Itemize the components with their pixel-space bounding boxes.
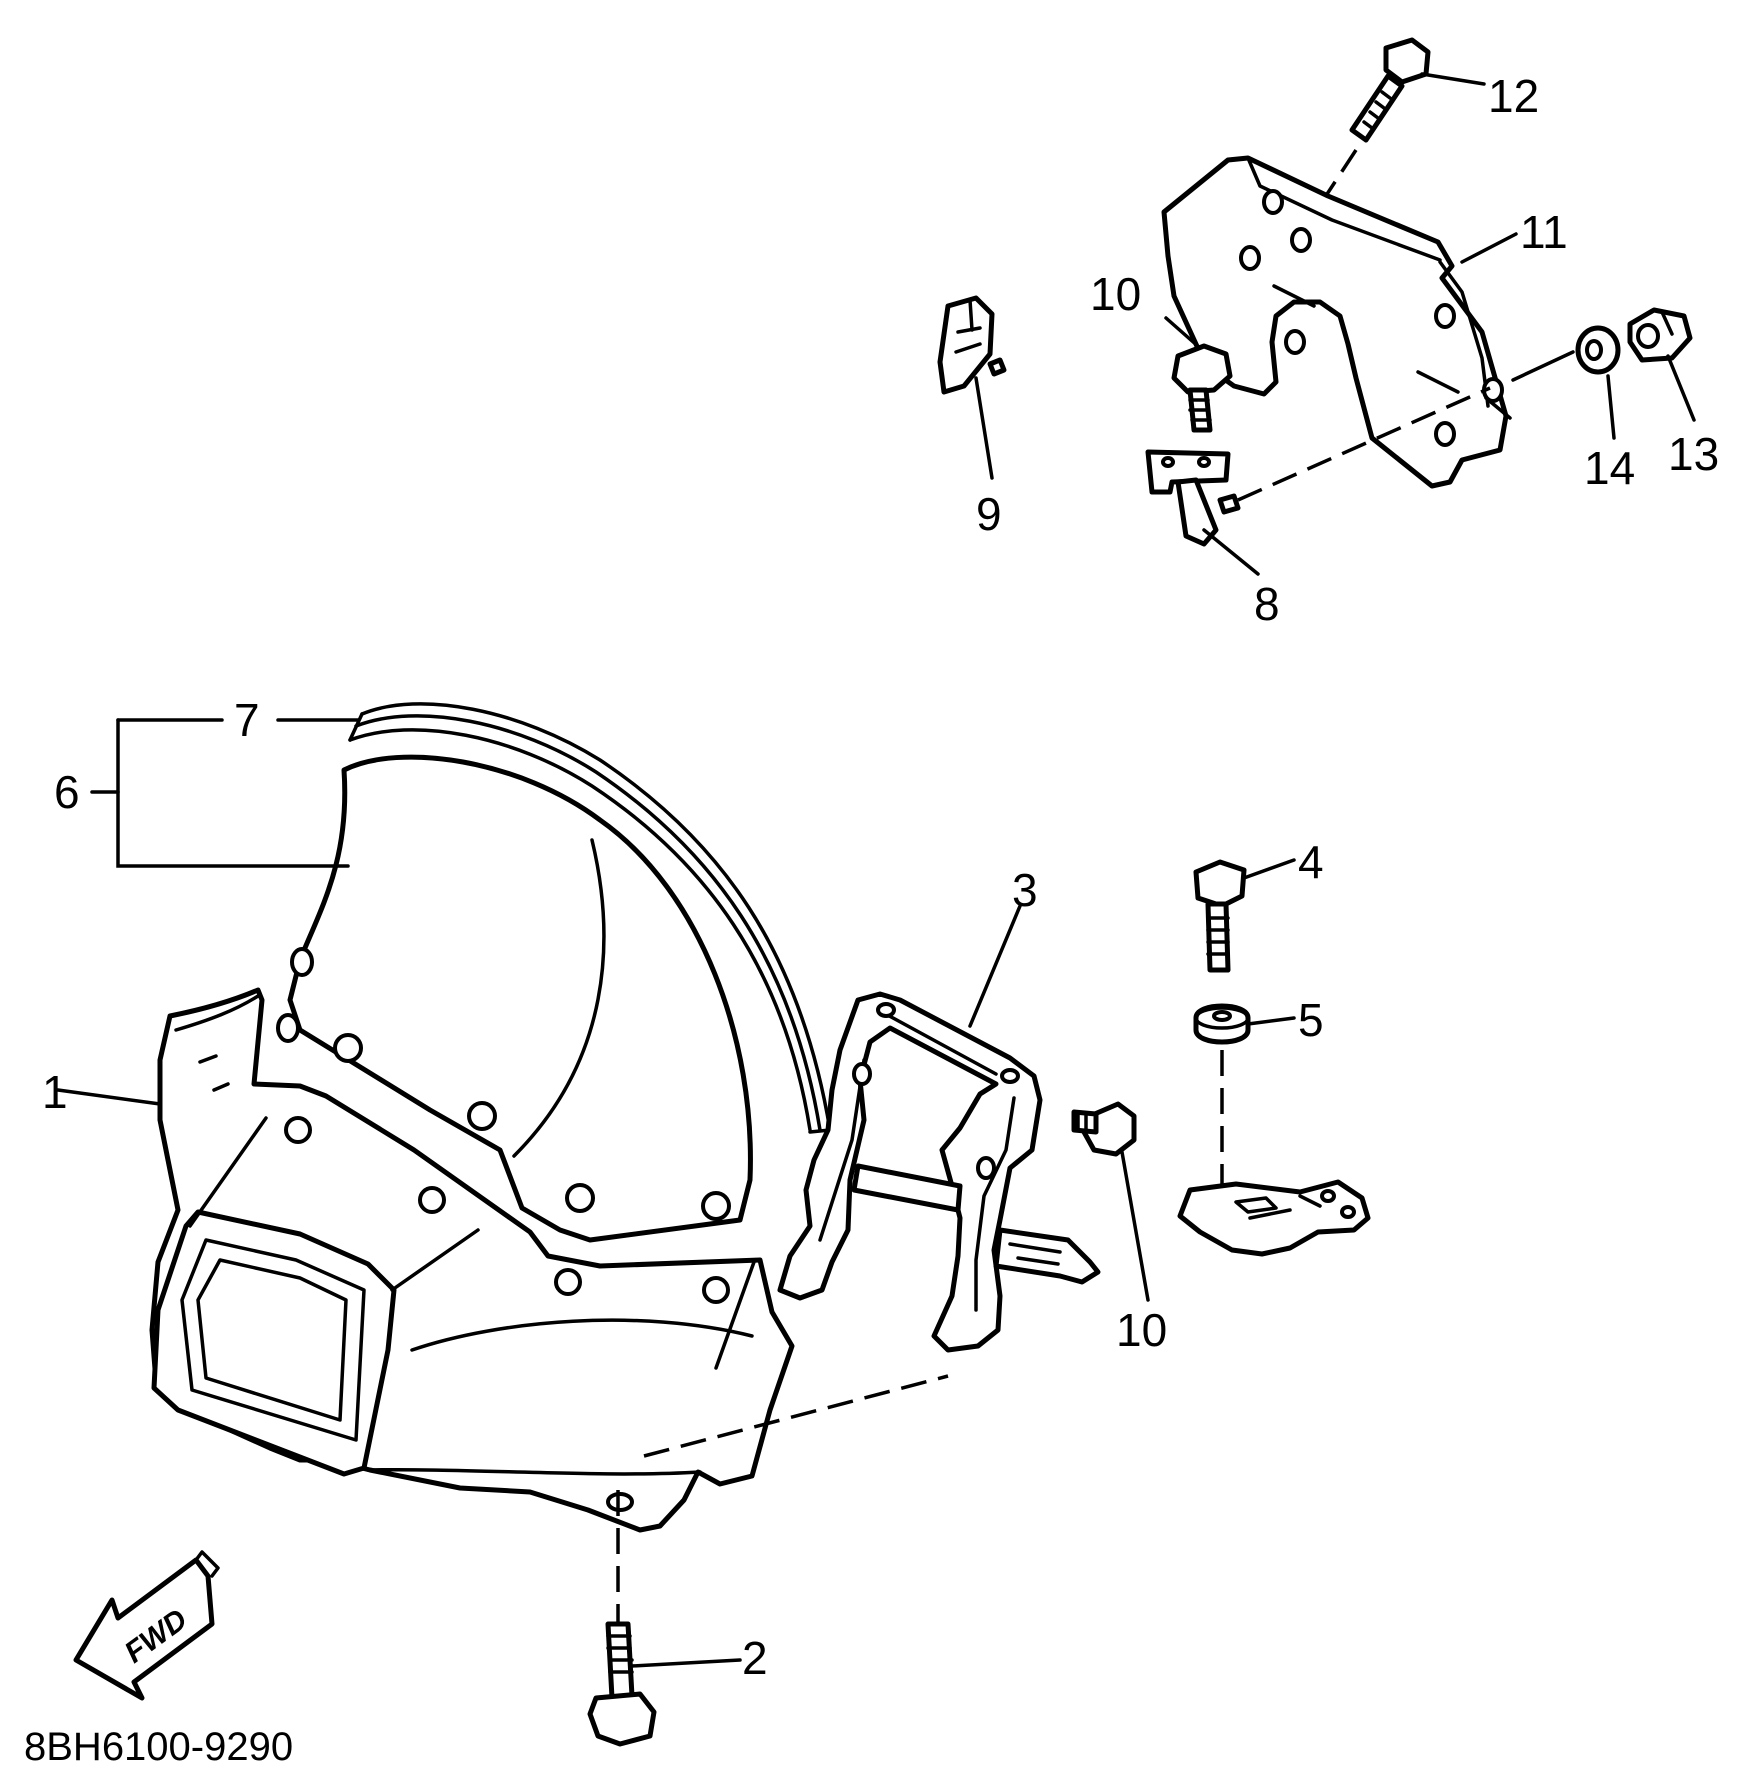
callout-1: 1 (42, 1066, 68, 1118)
fwd-arrow-icon: FWD (73, 1550, 220, 1701)
callout-8: 8 (1254, 578, 1280, 630)
callout-4: 4 (1298, 836, 1324, 888)
dash-1-3 (643, 1374, 949, 1458)
line-1 (56, 1088, 162, 1106)
part-8-bracket (1145, 449, 1241, 547)
line-4 (1242, 858, 1296, 880)
part-14-washer (1575, 325, 1621, 375)
line-2 (630, 1658, 742, 1668)
line-8 (1202, 528, 1260, 576)
drawing-code: 8BH6100-9290 (24, 1725, 293, 1769)
part-10-upper-screw (1171, 343, 1233, 433)
part-4-bolt (1193, 859, 1247, 973)
part-6-windshield (276, 754, 753, 1243)
line-11 (1460, 232, 1518, 264)
callout-13: 13 (1668, 428, 1719, 480)
callout-11: 11 (1520, 206, 1568, 258)
line-10a (1164, 316, 1202, 350)
callout-2: 2 (742, 1632, 768, 1684)
callout-10-lower: 10 (1116, 1304, 1167, 1356)
part-9-clip (937, 295, 1007, 395)
callout-3: 3 (1012, 864, 1038, 916)
callout-10-upper: 10 (1090, 268, 1141, 320)
part-1-cowling (149, 987, 795, 1533)
part-12-bolt (1349, 37, 1431, 143)
callout-5: 5 (1298, 994, 1324, 1046)
callout-14: 14 (1584, 442, 1635, 494)
callout-7: 7 (234, 694, 260, 746)
dash-8-11 (1237, 386, 1491, 502)
mount-plate (1177, 1179, 1371, 1257)
dash-12-11 (1308, 149, 1358, 221)
part-5-collar (1193, 1003, 1251, 1045)
line-11-14 (1511, 350, 1575, 382)
line-10b (1120, 1150, 1150, 1302)
line-14 (1606, 374, 1616, 440)
callout-9: 9 (976, 488, 1002, 540)
line-12 (1420, 72, 1486, 86)
callout-6: 6 (54, 766, 80, 818)
part-11-bracket (1161, 155, 1512, 489)
part-3-stay (777, 991, 1101, 1353)
callout-12: 12 (1488, 70, 1539, 122)
part-13-nut (1627, 307, 1693, 363)
part-10-lower-screw (1071, 1101, 1137, 1157)
line-13 (1666, 354, 1696, 422)
line-9 (974, 376, 994, 480)
line-5 (1246, 1016, 1296, 1026)
bracket-6 (116, 718, 350, 868)
part-2-bolt (587, 1621, 657, 1747)
line-3 (968, 904, 1022, 1028)
